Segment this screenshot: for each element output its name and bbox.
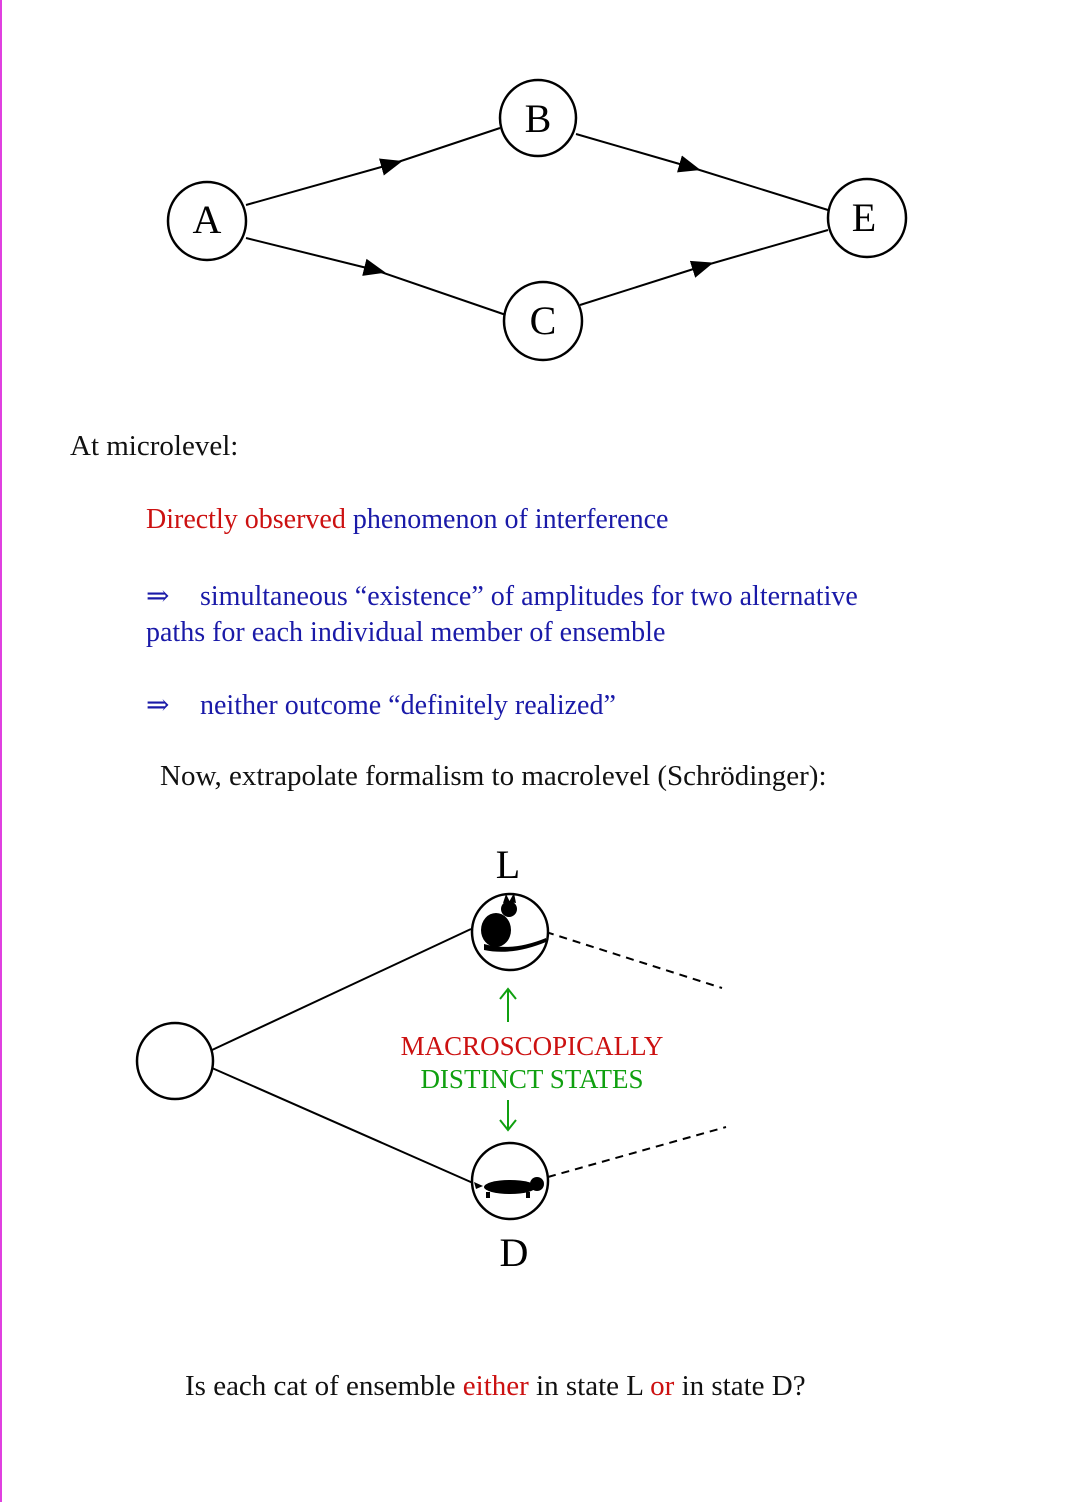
question-part2: of ensemble [314, 1370, 456, 1402]
implies-symbol-2: ⇒ [146, 690, 170, 721]
interference-graph-edges [245, 127, 829, 316]
state-d-node [470, 1141, 550, 1221]
paths-text: paths for each individual member of ense… [146, 617, 666, 648]
closing-question: Is each cat of ensemble either in state … [185, 1370, 806, 1403]
extrapolate-bold-text: Now, extrapolate [160, 760, 358, 792]
node-b-label: B [525, 96, 552, 141]
edge-b-e-first [575, 133, 701, 173]
edge-a-b-first [245, 158, 403, 206]
page-edge-bar [0, 0, 2, 1502]
node-c-label: C [530, 298, 557, 343]
heading-microlevel: At microlevel: [70, 430, 239, 462]
node-a: A [166, 180, 248, 262]
macroscopically-text: MACROSCOPICALLY [400, 1031, 664, 1061]
origin-node [135, 1021, 215, 1101]
dashed-continuation-l [545, 931, 723, 989]
state-l-node [470, 892, 550, 972]
state-d-label: D [500, 1230, 529, 1275]
lying-cat-icon [474, 1177, 544, 1198]
arrow-up-icon [499, 987, 517, 1022]
edge-origin-l [211, 928, 472, 1051]
question-or: or [650, 1370, 675, 1402]
macroscopic-caption: MACROSCOPICALLY DISTINCT STATES [372, 1030, 692, 1096]
edge-b-e-second [689, 166, 829, 211]
interference-line: Directly observed phenomenon of interfer… [146, 504, 668, 536]
edge-a-c-first [245, 237, 386, 276]
edge-c-e-second [702, 229, 829, 267]
extrapolate-line: Now, extrapolate formalism to macrolevel… [160, 760, 827, 793]
implies-symbol: ⇒ [146, 581, 170, 612]
node-c: C [502, 280, 584, 362]
directly-observed-text: Directly observed [146, 504, 346, 535]
formalism-text: formalism to macrolevel (Schrödinger): [365, 760, 827, 792]
simultaneous-text: simultaneous “existence” of amplitudes f… [200, 581, 858, 612]
node-b: B [498, 78, 578, 158]
question-part1: Is each cat [185, 1370, 308, 1402]
node-e-label: E [852, 195, 876, 240]
edge-origin-d [211, 1067, 474, 1184]
sitting-cat-icon [481, 893, 546, 952]
phenomenon-text: phenomenon of interference [352, 504, 669, 535]
cat-diagram-edges [211, 928, 727, 1184]
question-part4: in state D? [681, 1370, 806, 1402]
edge-a-c-second [374, 269, 507, 316]
dashed-continuation-d [547, 1126, 727, 1178]
neither-outcome-text: neither outcome “definitely realized” [200, 690, 616, 721]
arrow-down-icon [499, 1100, 517, 1132]
edge-c-e-first [579, 260, 714, 306]
node-e: E [826, 177, 908, 259]
state-l-label: L [496, 842, 520, 887]
simultaneous-existence-line: ⇒ simultaneous “existence” of amplitudes … [146, 579, 858, 651]
question-either: either [462, 1370, 529, 1402]
neither-outcome-line: ⇒ neither outcome “definitely realized” [146, 688, 616, 722]
question-part3: in state L [536, 1370, 643, 1402]
green-arrows [499, 987, 517, 1132]
distinct-states-text: DISTINCT STATES [420, 1064, 644, 1094]
node-a-label: A [193, 197, 222, 242]
edge-a-b-second [391, 127, 501, 165]
